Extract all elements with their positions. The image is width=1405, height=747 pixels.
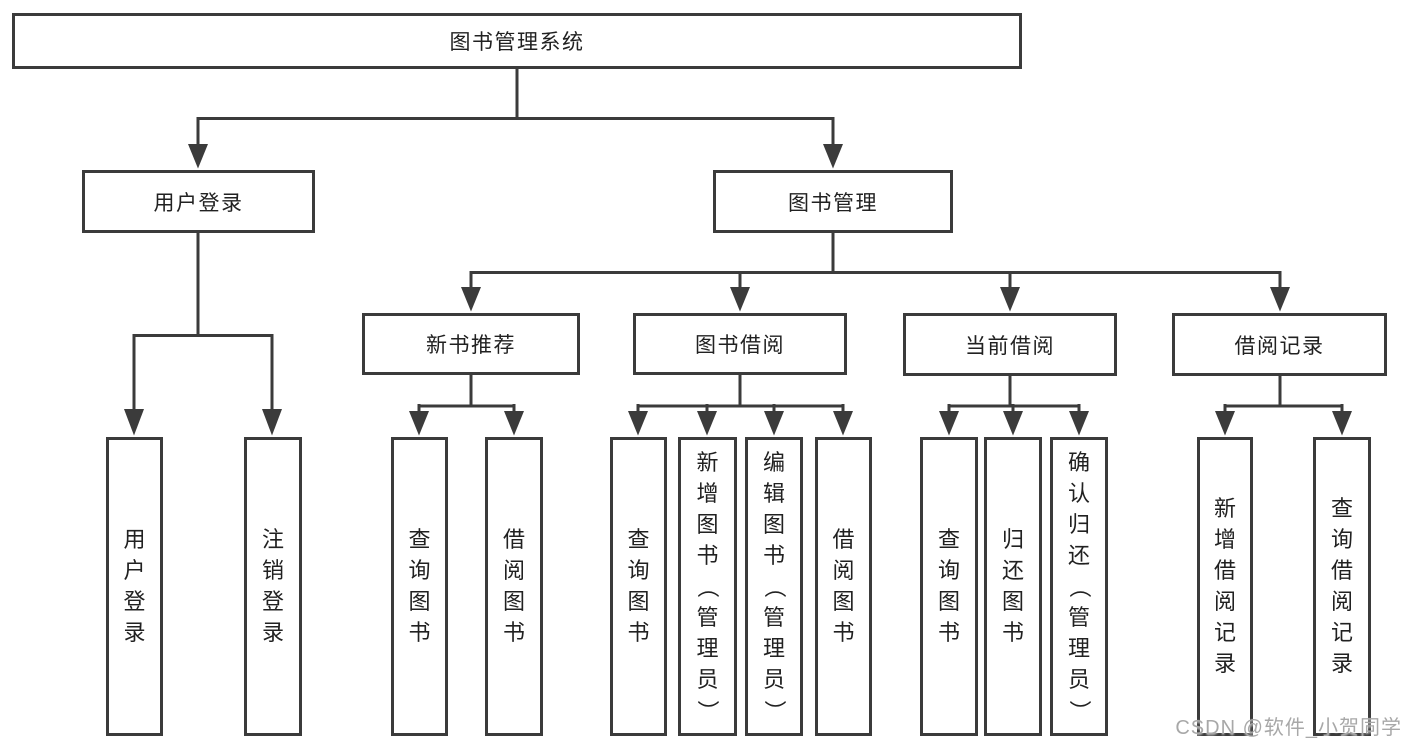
leaf-query-book-current: 查询图书 — [920, 437, 978, 736]
node-label: 新书推荐 — [426, 334, 516, 357]
arrowhead — [1215, 411, 1235, 436]
arrowhead — [504, 411, 524, 436]
arrowhead — [188, 144, 208, 169]
connector-borrow-records-children — [1215, 373, 1352, 436]
leaf-edit-book-admin: 编辑图书（管理员） — [745, 437, 803, 736]
node-user-login: 用户登录 — [82, 170, 315, 233]
node-label: 图书管理系统 — [449, 31, 585, 54]
arrowhead — [697, 411, 717, 436]
node-label: 查询借阅记录 — [1330, 496, 1353, 676]
node-label: 查询图书 — [627, 527, 650, 645]
node-label: 新增图书（管理员） — [695, 449, 721, 722]
node-label: 借阅图书 — [502, 527, 525, 645]
arrowhead — [1000, 287, 1020, 312]
node-borrow-records: 借阅记录 — [1172, 313, 1387, 376]
node-label: 查询图书 — [408, 527, 431, 645]
arrowhead — [1003, 411, 1023, 436]
connector-book-borrow-children — [628, 373, 853, 436]
node-label: 借阅记录 — [1234, 334, 1325, 358]
arrowhead — [730, 287, 750, 312]
leaf-query-borrow-record: 查询借阅记录 — [1313, 437, 1371, 736]
node-book-management: 图书管理 — [713, 170, 953, 233]
leaf-query-book-borrow: 查询图书 — [610, 437, 667, 736]
leaf-user-login: 用户登录 — [106, 437, 163, 736]
arrowhead — [461, 287, 481, 312]
leaf-borrow-book: 借阅图书 — [815, 437, 872, 736]
arrowhead — [628, 411, 648, 436]
node-label: 新增借阅记录 — [1213, 496, 1236, 676]
leaf-add-borrow-record: 新增借阅记录 — [1197, 437, 1253, 736]
connector-user-login-children — [124, 231, 282, 436]
node-label: 注销登录 — [261, 527, 284, 645]
arrowhead — [823, 144, 843, 169]
csdn-watermark: CSDN @软件_小贺同学 — [1175, 717, 1402, 739]
leaf-logout: 注销登录 — [244, 437, 302, 736]
connector-book-management-children — [461, 231, 1290, 312]
connector-root-to-level2 — [188, 68, 843, 169]
leaf-add-book-admin: 新增图书（管理员） — [678, 437, 737, 736]
connector-current-borrow-children — [939, 373, 1089, 436]
node-new-book-recommend: 新书推荐 — [362, 313, 580, 375]
node-label: 图书管理 — [788, 191, 878, 215]
arrowhead — [764, 411, 784, 436]
leaf-return-book: 归还图书 — [984, 437, 1042, 736]
arrowhead — [1069, 411, 1089, 436]
node-label: 用户登录 — [153, 191, 244, 215]
arrowhead — [1270, 287, 1290, 312]
leaf-query-book-recommend: 查询图书 — [391, 437, 448, 736]
node-label: 归还图书 — [1001, 527, 1024, 645]
node-label: 确认归还（管理员） — [1066, 449, 1092, 722]
arrowhead — [833, 411, 853, 436]
arrowhead — [124, 409, 144, 436]
arrowhead — [409, 411, 429, 436]
node-label: 图书借阅 — [695, 334, 785, 357]
node-label: 查询图书 — [937, 527, 960, 645]
node-label: 用户登录 — [123, 527, 146, 645]
node-library-management-system: 图书管理系统 — [12, 13, 1022, 69]
connector-new-book-recommend-children — [409, 373, 524, 436]
arrowhead — [1332, 411, 1352, 436]
node-label: 编辑图书（管理员） — [761, 449, 787, 722]
arrowhead — [939, 411, 959, 436]
node-current-borrow: 当前借阅 — [903, 313, 1117, 376]
node-book-borrow: 图书借阅 — [633, 313, 847, 375]
arrowhead — [262, 409, 282, 436]
leaf-borrow-book-recommend: 借阅图书 — [485, 437, 543, 736]
node-label: 当前借阅 — [965, 334, 1055, 358]
node-label: 借阅图书 — [832, 527, 855, 645]
leaf-confirm-return-admin: 确认归还（管理员） — [1050, 437, 1108, 736]
